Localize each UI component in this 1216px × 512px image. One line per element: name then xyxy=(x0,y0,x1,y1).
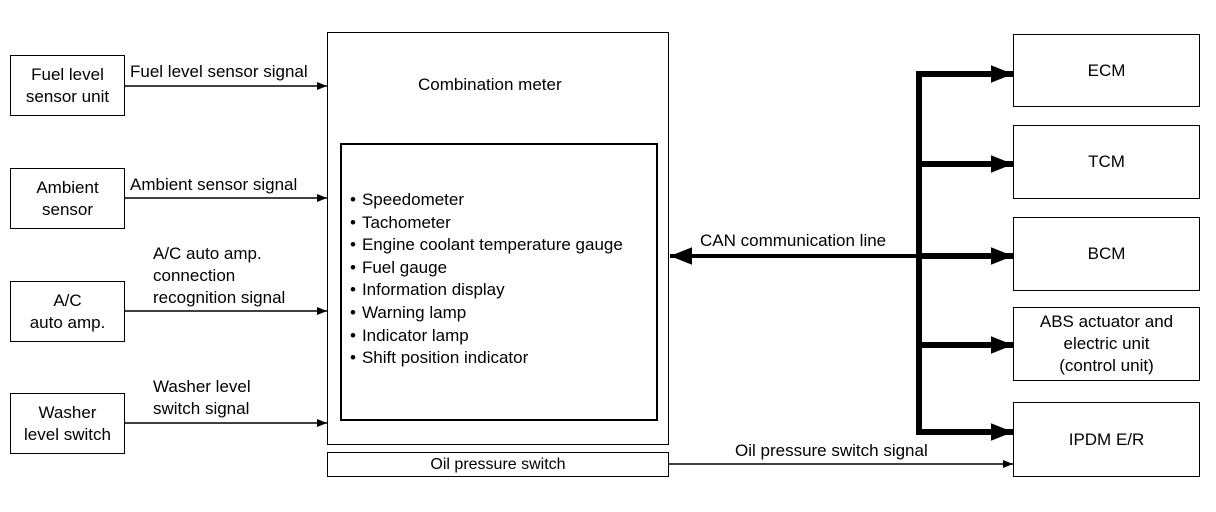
fuel-level-sensor-unit-box: Fuel level sensor unit xyxy=(10,55,125,116)
tcm-box: TCM xyxy=(1013,125,1200,199)
function-item: Information display xyxy=(350,279,623,302)
meter-functions-box: Speedometer Tachometer Engine coolant te… xyxy=(340,143,658,421)
function-item: Tachometer xyxy=(350,212,623,235)
washer-level-signal-label: Washer level switch signal xyxy=(153,377,251,418)
function-item: Fuel gauge xyxy=(350,257,623,280)
ambient-sensor-box: Ambient sensor xyxy=(10,168,125,229)
ipdm-er-box: IPDM E/R xyxy=(1013,402,1200,477)
washer-level-switch-box: Washer level switch xyxy=(10,393,125,454)
ambient-sensor-signal-label: Ambient sensor signal xyxy=(130,175,298,194)
bcm-box: BCM xyxy=(1013,217,1200,291)
ecm-box: ECM xyxy=(1013,34,1200,107)
combination-meter-box: Combination meter Speedometer Tachometer… xyxy=(327,32,669,445)
oil-pressure-switch-box: Oil pressure switch xyxy=(327,452,669,477)
fuel-level-sensor-signal-label: Fuel level sensor signal xyxy=(130,62,308,81)
function-item: Speedometer xyxy=(350,189,623,212)
can-communication-line-label: CAN communication line xyxy=(700,231,887,250)
meter-function-list: Speedometer Tachometer Engine coolant te… xyxy=(350,189,623,370)
combination-meter-title: Combination meter xyxy=(418,75,562,94)
abs-actuator-box: ABS actuator and electric unit (control … xyxy=(1013,307,1200,381)
function-item: Engine coolant temperature gauge xyxy=(350,234,623,257)
ac-connection-signal-label: A/C auto amp. connection recognition sig… xyxy=(153,244,286,307)
function-item: Warning lamp xyxy=(350,302,623,325)
oil-pressure-switch-signal-label: Oil pressure switch signal xyxy=(735,441,928,460)
function-item: Shift position indicator xyxy=(350,347,623,370)
ac-auto-amp-box: A/C auto amp. xyxy=(10,281,125,342)
function-item: Indicator lamp xyxy=(350,325,623,348)
